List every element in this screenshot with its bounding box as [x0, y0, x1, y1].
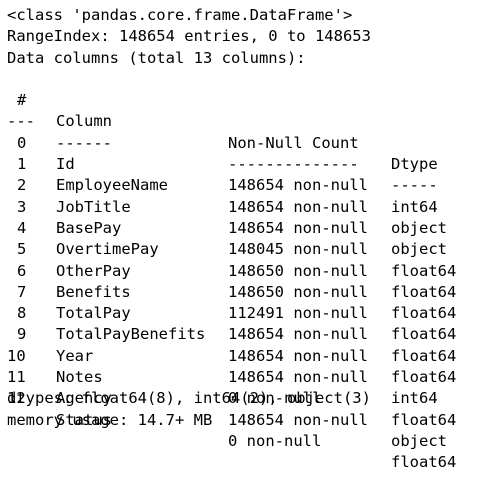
row-index: 11 [7, 368, 26, 387]
table-row: 8 TotalPayBenefits 148654 non-null float… [7, 282, 492, 386]
row-non-null: 148654 non-null [228, 346, 368, 365]
dtypes-summary: dtypes: float64(8), int64(2), object(3) [7, 389, 371, 408]
row-index: 3 [17, 197, 27, 216]
dataframe-info-output: <class 'pandas.core.frame.DataFrame'> Ra… [7, 6, 492, 471]
data-columns-line: Data columns (total 13 columns): [7, 48, 306, 67]
row-non-null: 0 non-null [228, 431, 322, 450]
row-column: Agency [56, 389, 112, 408]
row-index: 2 [17, 176, 27, 195]
row-dtype: float64 [391, 261, 457, 280]
row-index: 5 [17, 240, 27, 259]
row-column: JobTitle [56, 197, 131, 216]
separator-non-null: -------------- [228, 155, 359, 174]
row-index: 7 [17, 282, 27, 301]
row-column: OvertimePay [56, 240, 159, 259]
table-row: 10 Notes 0 non-null float64 [7, 324, 492, 429]
row-dtype: object [391, 218, 447, 237]
row-dtype: object [391, 431, 447, 450]
header-dtype: Dtype [391, 155, 438, 174]
row-index: 6 [17, 261, 27, 280]
header-index: # [17, 91, 27, 110]
row-dtype: int64 [391, 197, 438, 216]
row-dtype: float64 [391, 368, 457, 387]
row-non-null: 112491 non-null [228, 304, 368, 323]
row-column: Year [56, 346, 94, 365]
range-index-line: RangeIndex: 148654 entries, 0 to 148653 [7, 27, 371, 46]
table-row: 4 OvertimePay 148650 non-null float64 [7, 197, 492, 301]
row-column: Notes [56, 368, 103, 387]
row-dtype: float64 [391, 346, 457, 365]
row-non-null: 148654 non-null [228, 368, 368, 387]
row-index: 0 [17, 133, 27, 152]
row-dtype: float64 [391, 453, 457, 472]
row-dtype: float64 [391, 282, 457, 301]
separator-column: ------ [56, 133, 112, 152]
column-header-row: # Column Non-Null Count Dtype [7, 69, 492, 173]
class-line: <class 'pandas.core.frame.DataFrame'> [7, 6, 353, 24]
header-column: Column [56, 112, 112, 131]
row-non-null: 148650 non-null [228, 261, 368, 280]
row-dtype: float64 [391, 304, 457, 323]
row-index: 4 [17, 218, 27, 237]
table-row: 9 Year 148654 non-null int64 [7, 303, 492, 407]
row-dtype: int64 [391, 389, 438, 408]
row-column: BasePay [56, 218, 122, 237]
table-row: 7 TotalPay 148654 non-null float64 [7, 261, 492, 365]
row-index: 12 [7, 389, 26, 408]
separator-row: --- ------ -------------- ----- [7, 90, 492, 194]
table-row: 5 OtherPay 148650 non-null float64 [7, 218, 492, 322]
row-non-null: 148654 non-null [228, 218, 368, 237]
table-row: 2 JobTitle 148654 non-null object [7, 154, 492, 258]
row-dtype: float64 [391, 325, 457, 344]
table-row: 11 Agency 148654 non-null object [7, 346, 492, 450]
memory-usage: memory usage: 14.7+ MB [7, 410, 213, 429]
row-dtype: float64 [391, 410, 457, 429]
table-row: 6 Benefits 112491 non-null float64 [7, 239, 492, 344]
row-index: 10 [7, 346, 26, 365]
table-row: 12 Status 0 non-null float64 [7, 367, 492, 471]
row-column: Id [56, 155, 75, 174]
table-row: 0 Id 148654 non-null int64 [7, 111, 492, 216]
row-non-null: 148654 non-null [228, 410, 368, 429]
row-index: 1 [17, 155, 27, 174]
row-column: Benefits [56, 282, 131, 301]
row-column: OtherPay [56, 261, 131, 280]
row-non-null: 0 non-null [228, 389, 322, 408]
row-column: EmployeeName [56, 176, 168, 195]
row-column: Status [56, 410, 112, 429]
table-row: 3 BasePay 148045 non-null float64 [7, 175, 492, 280]
row-non-null: 148045 non-null [228, 240, 368, 259]
separator-dtype: ----- [391, 176, 438, 195]
row-non-null: 148654 non-null [228, 176, 368, 195]
row-index: 9 [17, 325, 27, 344]
header-non-null: Non-Null Count [228, 133, 359, 152]
row-non-null: 148654 non-null [228, 325, 368, 344]
row-index: 8 [17, 304, 27, 323]
row-dtype: object [391, 240, 447, 259]
row-non-null: 148654 non-null [228, 197, 368, 216]
table-row: 1 EmployeeName 148654 non-null object [7, 133, 492, 237]
row-column: TotalPayBenefits [56, 325, 206, 344]
separator-index: --- [7, 112, 35, 131]
row-column: TotalPay [56, 304, 131, 323]
row-non-null: 148650 non-null [228, 282, 368, 301]
